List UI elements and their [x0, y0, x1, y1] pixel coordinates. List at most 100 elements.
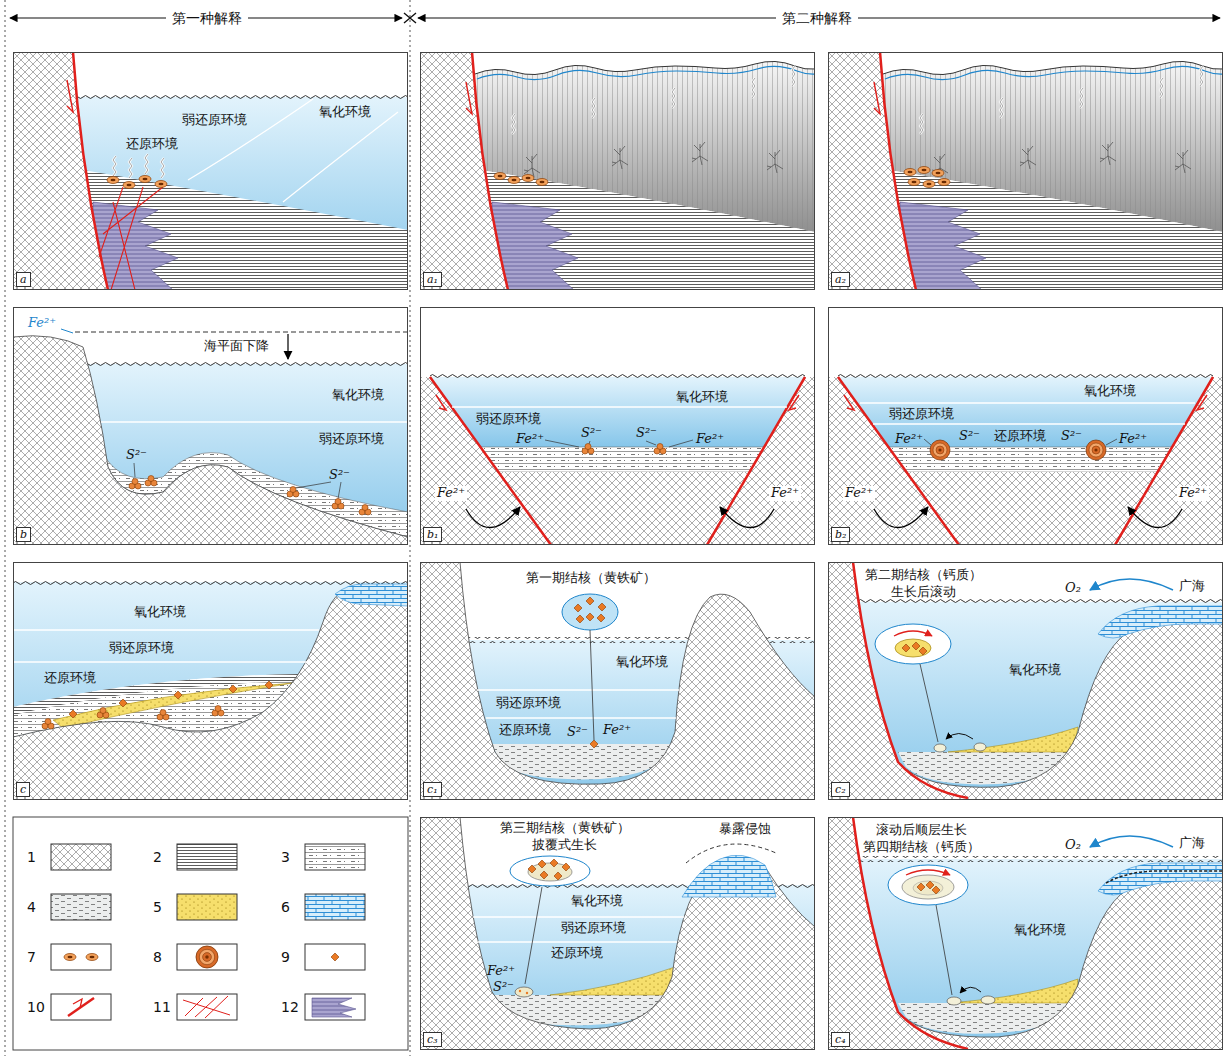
illustration-part: [13, 579, 408, 585]
diagram-panel: 第二期结核（钙质） 生长后滚动O₂广海氧化环境c₂: [828, 562, 1223, 800]
illustration-part: [145, 154, 148, 174]
diagram-panel: a₁: [420, 52, 815, 290]
illustration-part: [13, 817, 408, 1050]
panel-label: Fe²⁺: [843, 486, 875, 501]
illustration-part: [919, 647, 927, 655]
panel-label: 第二期结核（钙质） 生长后滚动: [861, 567, 986, 601]
panel-label: O₂: [1065, 838, 1081, 853]
illustration-part: [188, 99, 313, 180]
illustration-part: [590, 740, 598, 748]
illustration-part: [540, 871, 548, 879]
illustration-part: [119, 699, 127, 707]
illustration-part: [335, 584, 408, 606]
diagram-panel: 氧化环境弱还原环境还原环境a: [13, 52, 408, 290]
illustration-part: [283, 112, 398, 202]
panel-label: Fe²⁺: [769, 486, 801, 501]
panel-label: 暴露侵蚀: [719, 822, 771, 837]
panel-c4-art: [828, 817, 1223, 1050]
illustration-part: [75, 332, 408, 333]
illustration-part: [99, 187, 163, 290]
illustration-part: [212, 706, 224, 717]
panel-label: S²⁻: [581, 426, 602, 441]
illustration-part: [452, 406, 787, 407]
illustration-part: [287, 487, 299, 498]
panel-label: 氧化环境: [1014, 923, 1066, 938]
illustration-part: [913, 881, 943, 895]
illustration-part: [477, 690, 679, 718]
illustration-part: [107, 177, 119, 184]
illustration-part: [312, 998, 356, 1017]
illustration-part: [73, 999, 82, 1008]
illustration-part: [265, 681, 273, 689]
illustration-part: [51, 894, 111, 920]
illustration-part: [946, 734, 973, 740]
illustration-part: [229, 685, 237, 693]
illustration-part: [597, 614, 605, 622]
illustration-part: [947, 997, 961, 1005]
illustration-part: [177, 944, 237, 970]
illustration-part: [145, 476, 157, 487]
illustration-part: [510, 856, 590, 886]
illustration-part: [828, 307, 1223, 545]
illustration-part: [157, 710, 169, 721]
illustration-part: [894, 631, 932, 636]
illustration-part: [828, 817, 1223, 1050]
panel-label: 广海: [1179, 579, 1205, 594]
illustration-part: [420, 817, 815, 1050]
illustration-part: [948, 979, 1078, 1003]
illustration-part: [13, 307, 408, 545]
illustration-part: [550, 967, 675, 995]
panel-label: 氧化环境: [571, 894, 623, 909]
illustration-part: [101, 421, 408, 422]
illustration-part: [902, 875, 954, 899]
illustration-part: [920, 664, 938, 742]
illustration-part: [574, 604, 582, 612]
illustration-part: [1106, 871, 1223, 883]
illustration-part: [960, 987, 981, 993]
illustration-part: [420, 52, 815, 290]
illustration-part: [13, 52, 108, 290]
legend-number: 12: [281, 999, 299, 1015]
illustration-part: [938, 179, 950, 186]
illustration-part: [902, 644, 910, 652]
diagram-panel: a₂: [828, 52, 1223, 290]
panel-label: 还原环境: [994, 429, 1046, 444]
panel-label: 滚动后顺层生长 第四期结核（钙质）: [859, 822, 984, 856]
illustration-part: [404, 13, 416, 23]
legend-number: 5: [153, 899, 162, 915]
illustration-part: [828, 856, 1223, 862]
panel-label: 氧化环境: [134, 605, 186, 620]
illustration-part: [875, 624, 951, 664]
illustration-part: [948, 727, 1078, 752]
panel-b2-art: [828, 307, 1223, 545]
legend-number: 4: [27, 899, 36, 915]
panel-label: 弱还原环境: [561, 921, 626, 936]
illustration-part: [562, 594, 618, 630]
panel-label: Fe²⁺: [696, 432, 724, 447]
panel-a2-art: [828, 52, 1223, 290]
illustration-part: [51, 944, 111, 970]
panel-letter: c₄: [831, 1032, 850, 1047]
diagram-panel: 氧化环境弱还原环境Fe²⁺S²⁻S²⁻Fe²⁺Fe²⁺Fe²⁺b₁: [420, 307, 815, 545]
illustration-part: [828, 562, 1223, 800]
illustration-part: [332, 499, 344, 510]
illustration-part: [123, 182, 135, 189]
panel-label: 氧化环境: [616, 655, 668, 670]
illustration-part: [519, 990, 521, 992]
panel-label: 弱还原环境: [476, 412, 541, 427]
illustration-part: [586, 613, 594, 621]
illustration-part: [917, 883, 925, 891]
illustration-part: [13, 582, 408, 800]
illustration-part: [161, 158, 164, 178]
panel-label: 第一期结核（黄铁矿）: [526, 571, 656, 586]
illustration-part: [586, 597, 594, 605]
illustration-part: [682, 855, 776, 897]
panel-label: 还原环境: [126, 137, 178, 152]
illustration-part: [113, 156, 116, 176]
panel-label: 还原环境: [551, 946, 603, 961]
legend-number: 1: [27, 849, 36, 865]
illustration-part: [974, 743, 986, 751]
illustration-part: [932, 170, 944, 177]
panel-c2-art: [828, 562, 1223, 800]
